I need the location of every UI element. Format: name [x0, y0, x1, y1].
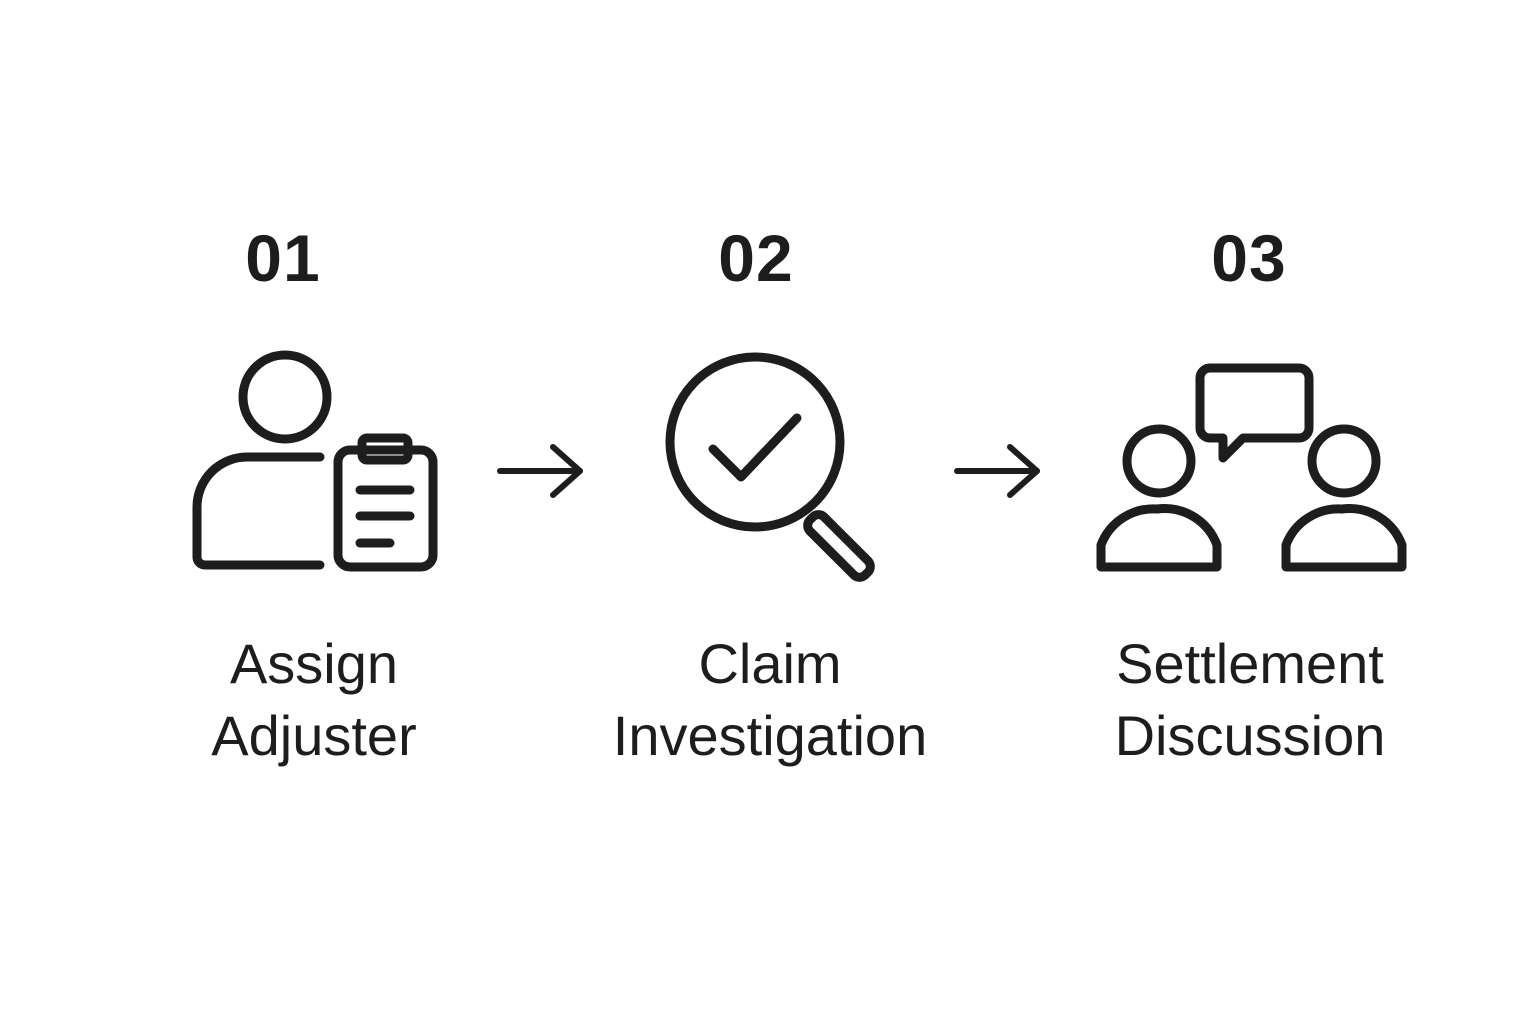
step-label-3: Settlement Discussion — [1040, 628, 1460, 772]
step-label-3-line-1: Settlement — [1116, 632, 1384, 695]
right-arrow-icon — [954, 444, 1040, 498]
person-with-clipboard-icon — [192, 350, 438, 572]
step-number-2: 02 — [718, 221, 794, 295]
magnifier-checkmark-icon — [665, 352, 875, 582]
step-label-1-line-2: Adjuster — [211, 704, 417, 767]
step-label-2: Claim Investigation — [560, 628, 980, 772]
right-arrow-icon — [497, 444, 583, 498]
step-label-1-line-1: Assign — [229, 632, 399, 695]
two-people-speech-bubble-icon — [1096, 363, 1407, 572]
step-number-3: 03 — [1211, 221, 1287, 295]
step-label-2-line-2: Investigation — [612, 704, 928, 767]
step-label-2-line-1: Claim — [698, 632, 842, 695]
step-label-1: Assign Adjuster — [104, 628, 524, 772]
step-number-1: 01 — [245, 221, 321, 295]
step-label-3-line-2: Discussion — [1114, 704, 1386, 767]
